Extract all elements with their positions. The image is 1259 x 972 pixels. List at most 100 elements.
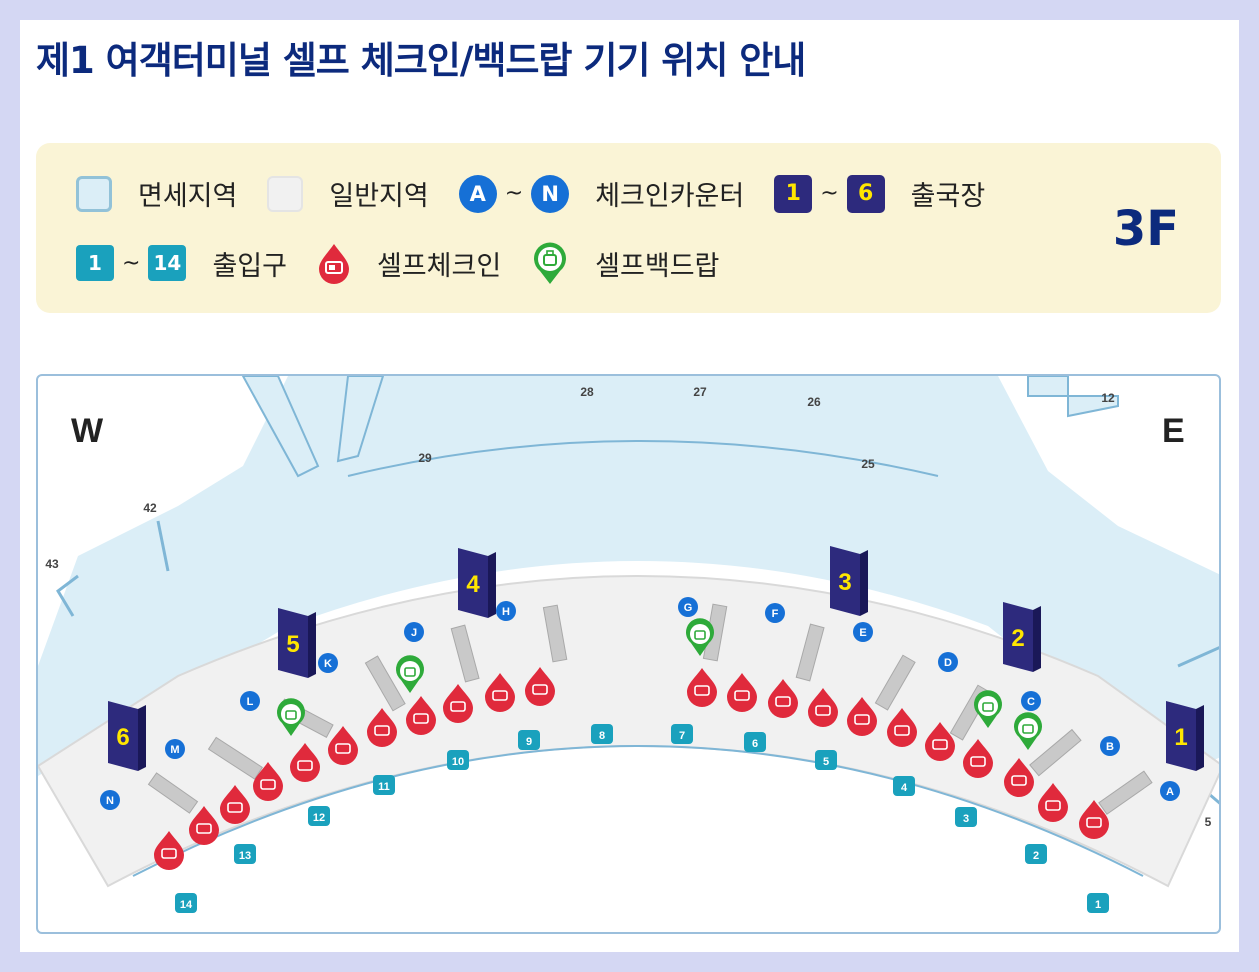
entrance-label: 7 bbox=[679, 730, 685, 742]
checkin-counter-n: N bbox=[100, 790, 120, 810]
departure-gate-3: 3 bbox=[830, 546, 868, 616]
entrance-6: 6 bbox=[744, 732, 766, 752]
departure-gate-2: 2 bbox=[1003, 602, 1041, 672]
self-checkin-icon bbox=[727, 673, 757, 712]
page-title: 제1 여객터미널 셀프 체크인/백드랍 기기 위치 안내 bbox=[36, 39, 806, 82]
entrance-label: 13 bbox=[239, 850, 251, 862]
checkin-counter-a: A bbox=[1160, 781, 1180, 801]
checkin-counter-l: L bbox=[240, 691, 260, 711]
entrance-label: 9 bbox=[526, 736, 532, 748]
departure-gate-label: 6 bbox=[116, 724, 129, 751]
entrance-label: 5 bbox=[823, 756, 829, 768]
boarding-gate-label: 43 bbox=[45, 557, 59, 571]
boarding-gate-label: 25 bbox=[861, 457, 875, 471]
entrance-14-badge: 14 bbox=[148, 245, 187, 281]
entrance-label: 3 bbox=[963, 813, 969, 825]
checkin-counter-h: H bbox=[496, 601, 516, 621]
legend-row-2: 1 ~ 14 출입구 셀프체크인 셀프백드랍 bbox=[76, 240, 749, 286]
general-area-swatch bbox=[267, 175, 304, 212]
entrance-label: 14 bbox=[180, 899, 193, 911]
self-checkin-icon bbox=[485, 673, 515, 712]
checkin-counter-label: J bbox=[411, 627, 417, 639]
duty-free-area bbox=[38, 376, 1219, 805]
entrance-12: 12 bbox=[308, 806, 330, 826]
counter-n-badge: N bbox=[531, 174, 570, 213]
departure-gate-5: 5 bbox=[278, 608, 316, 678]
self-bagdrop-icon bbox=[1014, 712, 1042, 750]
self-checkin-icon bbox=[925, 722, 955, 761]
duty-free-swatch bbox=[76, 175, 112, 212]
checkin-counter-d: D bbox=[938, 652, 958, 672]
entrance-1-badge: 1 bbox=[76, 245, 114, 281]
checkin-counter-j: J bbox=[404, 622, 424, 642]
self-checkin-icon bbox=[253, 762, 283, 801]
legend-self-bagdrop-label: 셀프백드랍 bbox=[595, 250, 720, 282]
legend-entrance-label: 출입구 bbox=[212, 250, 287, 282]
entrance-1: 1 bbox=[1087, 893, 1109, 913]
departure-gate-4: 4 bbox=[458, 548, 496, 618]
self-bagdrop-icon bbox=[396, 655, 424, 693]
legend-row-1: 면세지역 일반지역 A ~ N 체크인카운터 1 ~ 6 출국장 bbox=[76, 174, 1015, 213]
self-checkin-icon bbox=[220, 785, 250, 824]
tilde: ~ bbox=[504, 181, 524, 206]
checkin-counter-g: G bbox=[678, 597, 698, 617]
tilde: ~ bbox=[122, 250, 141, 276]
departure-gate-label: 1 bbox=[1174, 724, 1187, 751]
self-checkin-icon bbox=[808, 688, 838, 727]
checkin-counter-label: C bbox=[1027, 696, 1035, 708]
checkin-counter-e: E bbox=[853, 622, 873, 642]
counter-a-badge: A bbox=[458, 174, 497, 213]
self-checkin-icon bbox=[318, 244, 349, 284]
self-checkin-icon bbox=[887, 708, 917, 747]
self-checkin-icon bbox=[406, 696, 436, 735]
departure-gate-label: 5 bbox=[286, 631, 299, 658]
entrance-8: 8 bbox=[591, 724, 613, 744]
self-checkin-icon bbox=[847, 697, 877, 736]
checkin-counter-label: H bbox=[502, 606, 510, 618]
boarding-gate-label: 5 bbox=[1205, 815, 1212, 829]
entrance-4: 4 bbox=[893, 776, 915, 796]
boarding-gate-label: 29 bbox=[418, 451, 432, 465]
self-checkin-icon bbox=[1079, 800, 1109, 839]
entrance-10: 10 bbox=[447, 750, 469, 770]
entrance-label: 2 bbox=[1033, 850, 1039, 862]
self-checkin-icon bbox=[154, 831, 184, 870]
self-checkin-icon bbox=[1004, 758, 1034, 797]
boarding-gate-label: 28 bbox=[580, 385, 594, 399]
self-checkin-icon bbox=[367, 708, 397, 747]
self-bagdrop-icon bbox=[534, 242, 567, 284]
entrance-2: 2 bbox=[1025, 844, 1047, 864]
checkin-counter-label: B bbox=[1106, 741, 1114, 753]
boarding-gate-label: 42 bbox=[143, 501, 157, 515]
checkin-counter-label: K bbox=[324, 658, 332, 670]
gate-1-badge: 1 bbox=[774, 174, 813, 213]
entrance-3: 3 bbox=[955, 807, 977, 827]
self-bagdrop-icon bbox=[686, 618, 715, 656]
self-checkin-icon bbox=[443, 684, 473, 723]
entrance-13: 13 bbox=[234, 844, 256, 864]
entrance-9: 9 bbox=[518, 730, 540, 750]
terminal-map-svg: 51225262728294243123456ABCDEFGHJKLMN1234… bbox=[38, 376, 1219, 913]
checkin-counter-label: A bbox=[1166, 786, 1174, 798]
self-checkin-icon bbox=[189, 806, 219, 845]
self-checkin-icon bbox=[687, 668, 717, 707]
legend-duty-free-label: 면세지역 bbox=[138, 181, 238, 212]
boarding-gate-label: 26 bbox=[807, 395, 821, 409]
departure-gate-6: 6 bbox=[108, 701, 146, 771]
tilde: ~ bbox=[820, 181, 839, 206]
self-checkin-icon bbox=[328, 726, 358, 765]
west-label: W bbox=[71, 412, 104, 450]
self-bagdrop-icon bbox=[277, 698, 305, 736]
entrance-label: 4 bbox=[901, 782, 908, 794]
entrance-label: 1 bbox=[1095, 899, 1101, 911]
checkin-counter-label: N bbox=[106, 795, 114, 807]
self-checkin-icon bbox=[525, 667, 555, 706]
departure-gate-label: 2 bbox=[1011, 625, 1024, 652]
checkin-counter-b: B bbox=[1100, 736, 1120, 756]
departure-gate-1: 1 bbox=[1166, 701, 1204, 771]
self-checkin-icon bbox=[290, 743, 320, 782]
checkin-counter-label: L bbox=[247, 696, 254, 708]
departure-gate-label: 3 bbox=[838, 569, 851, 596]
self-checkin-icon bbox=[1038, 783, 1068, 822]
